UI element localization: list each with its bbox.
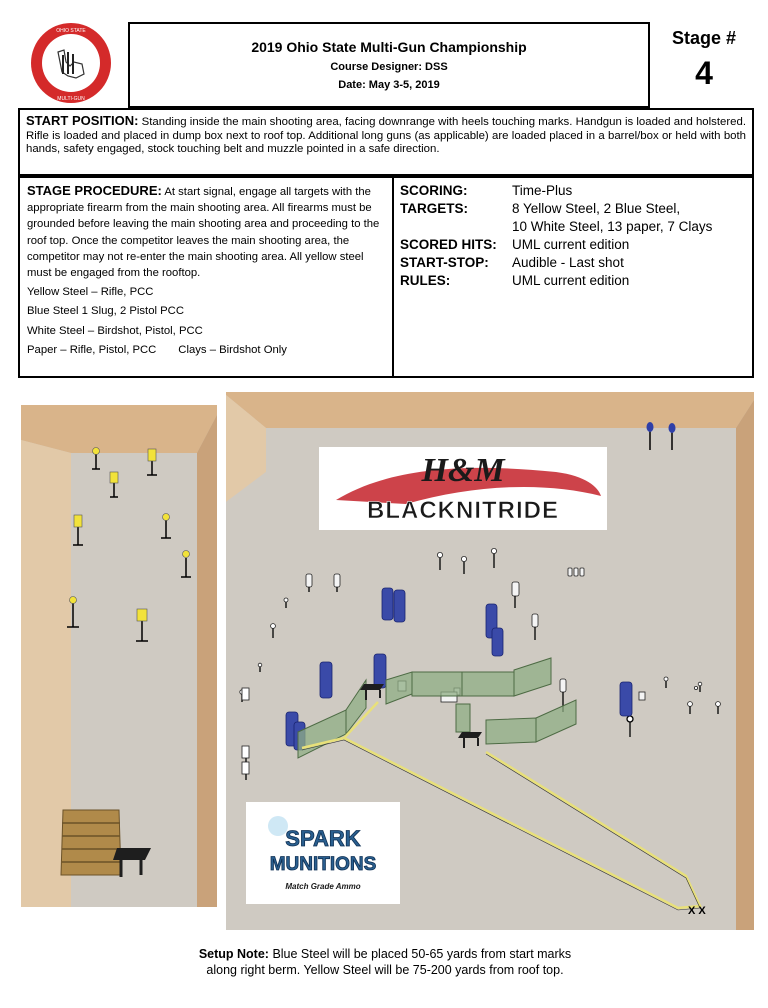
procedure-line: White Steel – Birdshot, Pistol, PCC [27,324,203,337]
club-logo: OHIO STATE MULTI-GUN [31,23,111,103]
right-berm [736,400,754,930]
barrel-stack [619,681,633,717]
blue-steel-target [646,422,654,450]
left-berm [226,395,266,502]
start-position-text: Standing inside the main shooting area, … [26,116,746,155]
event-date: Date: May 3-5, 2019 [338,79,440,91]
stage-number: 4 [695,55,713,91]
yellow-steel-target [109,471,119,498]
scoring-value: Time-Plus [512,183,573,198]
fault-line-tape [301,701,702,910]
dump-box-table [360,684,384,700]
yellow-steel-target [67,596,79,628]
hm-blacknitride-logo: H&M BLACKNITRIDE [319,447,607,530]
berm-top [21,405,217,453]
rooftop-pallet [60,809,122,876]
course-designer: Course Designer: DSS [330,61,448,73]
svg-text:OHIO STATE: OHIO STATE [56,28,86,34]
yellow-steel-target [92,447,100,470]
spark-munitions-logo: SPARK MUNITIONS Match Grade Ammo [246,802,400,904]
setup-note-text-2: along right berm. Yellow Steel will be 7… [206,963,564,977]
targets-row-cont: 10 White Steel, 13 paper, 7 Clays [400,218,746,236]
dump-box-table [113,848,151,877]
yellow-steel-target [73,514,83,546]
start-stop-label: START-STOP: [400,255,489,270]
barrel-stack [373,653,387,689]
white-steel-targets [239,547,721,714]
fault-line-edge [301,739,701,911]
scored-hits-value: UML current edition [512,237,630,252]
scoring-row: SCORING: Time-Plus [400,182,746,200]
procedure-label: STAGE PROCEDURE: [27,183,162,198]
event-title: 2019 Ohio State Multi-Gun Championship [251,39,527,55]
scored-hits-row: SCORED HITS: UML current edition [400,236,746,254]
procedure-line: Blue Steel 1 Slug, 2 Pistol PCC [27,305,184,318]
paper-targets-left [241,687,250,775]
targets-label-cont [400,218,512,236]
barrel-stack [381,587,406,623]
rules-label: RULES: [400,273,451,288]
procedure-text: At start signal, engage all targets with… [27,186,380,280]
scored-hits-label: SCORED HITS: [400,237,497,252]
hm-logo-top: H&M [420,452,506,489]
procedure-line: Paper – Rifle, Pistol, PCC Clays – Birds… [27,343,287,356]
berm-left [21,440,71,907]
hm-logo-bottom: BLACKNITRIDE [367,497,559,524]
start-stop-row: START-STOP: Audible - Last shot [400,254,746,272]
barrier-walls [297,657,577,759]
spark-logo-line1: SPARK [285,826,360,851]
yellow-steel-target [161,513,171,539]
berm-right [197,415,217,907]
setup-note-label: Setup Note: [198,947,269,961]
yellow-steel-target [136,608,148,642]
barrel-stack [485,603,504,657]
stage-procedure-section: STAGE PROCEDURE: At start signal, engage… [18,176,394,378]
targets-label: TARGETS: [400,201,468,216]
yellow-steel-target [181,550,191,578]
start-position-section: START POSITION: Standing inside the main… [18,108,754,176]
setup-note: Setup Note: Blue Steel will be placed 50… [140,946,630,978]
title-box: 2019 Ohio State Multi-Gun Championship C… [128,22,650,108]
start-stop-value: Audible - Last shot [512,255,624,270]
blue-steel-target [668,423,676,450]
dump-box-table [458,732,482,748]
back-berm [226,392,754,428]
scoring-section: SCORING: Time-Plus TARGETS: 8 Yellow Steel… [392,176,754,378]
targets-value-cont: 10 White Steel, 13 paper, 7 Clays [512,219,713,234]
yellow-steel-target [147,448,157,476]
start-position-label: START POSITION: [26,113,139,128]
targets-value: 8 Yellow Steel, 2 Blue Steel, [512,201,681,216]
start-marks: X X [688,905,706,917]
rules-row: RULES: UML current edition [400,272,746,290]
svg-text:MULTI-GUN: MULTI-GUN [57,96,85,102]
setup-note-text: Blue Steel will be placed 50-65 yards fr… [272,947,572,961]
range-floor [71,453,197,907]
scoring-label: SCORING: [400,183,468,198]
stage-label: Stage # [671,28,737,48]
targets-row: TARGETS: 8 Yellow Steel, 2 Blue Steel, [400,200,746,218]
procedure-line: Yellow Steel – Rifle, PCC [27,286,154,299]
rules-value: UML current edition [512,273,630,288]
spark-logo-tagline: Match Grade Ammo [285,882,360,891]
spark-logo-line2: MUNITIONS [270,854,377,875]
barrel-stack [319,661,333,699]
rooftop-view-diagram [21,405,217,907]
stage-layout-diagram: H&M BLACKNITRIDE [226,392,754,930]
